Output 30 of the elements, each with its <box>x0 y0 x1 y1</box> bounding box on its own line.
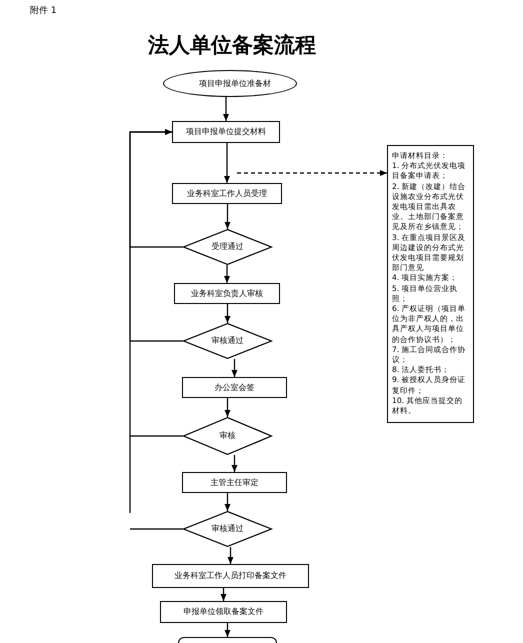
arrow <box>220 588 226 601</box>
arrow <box>232 455 238 472</box>
arrow <box>224 204 230 229</box>
decision-diamond: 审核 <box>183 417 272 455</box>
arrow <box>224 398 230 417</box>
process-box: 申报单位领取备案文件 <box>160 601 287 623</box>
process-box: 主管主任审定 <box>182 472 287 493</box>
title: 法人单位备案流程 <box>148 31 316 59</box>
process-box: 办公室会签 <box>182 377 287 398</box>
decision-diamond: 受理通过 <box>183 229 272 265</box>
connector-line <box>130 528 183 530</box>
decision-diamond: 审核通过 <box>183 511 272 547</box>
process-box: 项目申报单位提交材料 <box>172 121 280 143</box>
process-box: 业务科室工作人员受理 <box>172 183 282 204</box>
arrow <box>224 265 230 283</box>
annex-label: 附件 1 <box>30 4 57 17</box>
arrow <box>224 493 230 511</box>
arrow <box>237 170 387 176</box>
decision-diamond: 审核通过 <box>183 323 272 359</box>
terminal-oval: 项目申报单位准备材 <box>163 70 297 97</box>
process-box: 业务科室负责人审核 <box>174 283 280 304</box>
arrow <box>228 547 234 564</box>
arrow <box>232 359 238 377</box>
arrow <box>224 304 230 323</box>
arrow <box>129 129 183 437</box>
arrow <box>223 97 229 121</box>
arrow <box>224 623 230 637</box>
terminal-box <box>178 637 277 643</box>
arrow <box>224 143 230 183</box>
process-box: 业务科室工作人员打印备案文件 <box>152 564 309 588</box>
